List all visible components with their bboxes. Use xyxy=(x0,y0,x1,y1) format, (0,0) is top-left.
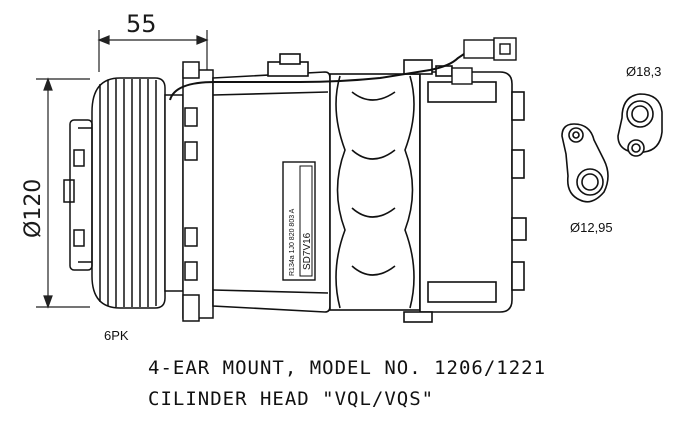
label-plate xyxy=(282,161,316,281)
pulley-grooves-label: 6PK xyxy=(104,328,129,343)
caption-line-1: 4-EAR MOUNT, MODEL NO. 1206/1221 xyxy=(148,357,546,379)
model-code-text: SD7V16 xyxy=(302,232,313,270)
caption-line-2: CILINDER HEAD "VQL/VQS" xyxy=(148,388,434,410)
pulley xyxy=(63,77,166,309)
dimension-width-top xyxy=(97,30,209,72)
electrical-connector xyxy=(169,37,517,101)
port-seal-large xyxy=(617,93,663,157)
port-small-diameter-label: Ø12,95 xyxy=(570,220,613,235)
label-plate-line: R134a 1J0 820 803 A xyxy=(289,208,296,276)
rear-head xyxy=(403,59,527,323)
diameter-dimension-label: Ø120 xyxy=(21,179,46,238)
port-large-diameter-label: Ø18,3 xyxy=(626,64,661,79)
port-seal-small xyxy=(561,123,609,203)
cylinder-section xyxy=(329,73,421,311)
front-housing xyxy=(164,61,214,322)
width-dimension-label: 55 xyxy=(126,10,157,38)
dimension-diameter-left xyxy=(36,77,90,309)
